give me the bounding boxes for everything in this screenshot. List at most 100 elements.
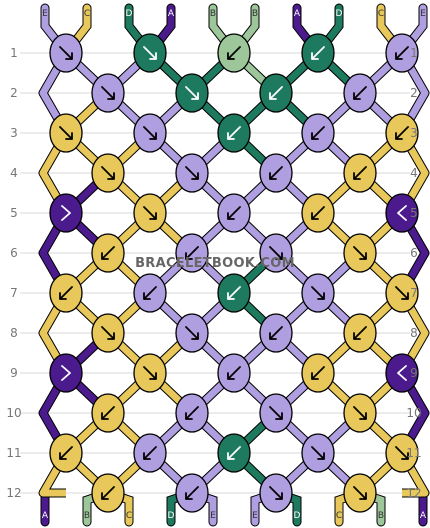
knot <box>343 473 377 513</box>
knot <box>133 433 167 473</box>
knot <box>133 353 167 393</box>
knot <box>49 193 83 233</box>
row-label-right: 6 <box>410 246 418 260</box>
knot <box>385 353 419 393</box>
direction-arrow-icon <box>269 246 283 260</box>
knot <box>385 33 419 73</box>
row-label-right: 1 <box>410 46 418 60</box>
watermark-text: BRACELETBOOK.COM <box>135 256 295 271</box>
knot <box>343 73 377 113</box>
knot-oval <box>49 353 83 393</box>
knot-oval <box>49 193 83 233</box>
direction-arrow-icon <box>227 206 241 220</box>
bottom-thread-label: C <box>336 511 342 521</box>
knot <box>133 193 167 233</box>
direction-arrow-icon <box>269 326 283 340</box>
row-label-right: 4 <box>410 166 418 180</box>
direction-arrow-icon <box>227 366 241 380</box>
knot <box>175 73 209 113</box>
direction-arrow-icon <box>185 166 199 180</box>
direction-arrow-icon <box>311 206 325 220</box>
knot <box>217 353 251 393</box>
direction-arrow-icon <box>227 46 241 60</box>
bottom-thread-label: B <box>378 511 384 521</box>
knot-oval <box>385 193 419 233</box>
direction-arrow-icon <box>353 486 367 500</box>
direction-arrow-icon <box>353 166 367 180</box>
row-label-right: 8 <box>410 326 418 340</box>
knot <box>301 193 335 233</box>
chevron-icon <box>397 365 407 381</box>
direction-arrow-icon <box>311 46 325 60</box>
direction-arrow-icon <box>143 126 157 140</box>
knot <box>259 393 293 433</box>
direction-arrow-icon <box>227 446 241 460</box>
direction-arrow-icon <box>185 86 199 100</box>
row-label-left: 1 <box>10 46 18 60</box>
knot <box>175 473 209 513</box>
knot <box>49 113 83 153</box>
knot <box>259 73 293 113</box>
direction-arrow-icon <box>59 446 73 460</box>
knot <box>259 473 293 513</box>
knot <box>91 393 125 433</box>
knot <box>91 73 125 113</box>
direction-arrow-icon <box>101 486 115 500</box>
chevron-icon <box>61 365 71 381</box>
knot <box>175 153 209 193</box>
knot <box>301 273 335 313</box>
knot <box>343 233 377 273</box>
knot <box>217 33 251 73</box>
direction-arrow-icon <box>269 486 283 500</box>
knot <box>49 433 83 473</box>
top-thread-label: B <box>252 9 258 19</box>
direction-arrow-icon <box>59 126 73 140</box>
row-label-left: 7 <box>10 286 18 300</box>
knot <box>259 233 293 273</box>
direction-arrow-icon <box>311 126 325 140</box>
row-label-left: 3 <box>10 126 18 140</box>
knot <box>91 153 125 193</box>
knot <box>49 353 83 393</box>
bottom-thread-label: E <box>210 511 216 521</box>
direction-arrow-icon <box>143 46 157 60</box>
direction-arrow-icon <box>143 286 157 300</box>
knot <box>259 313 293 353</box>
row-label-left: 10 <box>6 406 21 420</box>
knot <box>217 433 251 473</box>
chevron-icon <box>397 205 407 221</box>
direction-arrow-icon <box>185 406 199 420</box>
direction-arrow-icon <box>143 206 157 220</box>
row-label-right: 2 <box>410 86 418 100</box>
knot <box>343 393 377 433</box>
knot <box>301 33 335 73</box>
bottom-thread-label: E <box>252 511 258 521</box>
knot <box>91 313 125 353</box>
knot <box>385 193 419 233</box>
knot <box>175 393 209 433</box>
row-label-left: 11 <box>6 446 21 460</box>
direction-arrow-icon <box>101 166 115 180</box>
direction-arrow-icon <box>269 406 283 420</box>
row-label-left: 6 <box>10 246 18 260</box>
direction-arrow-icon <box>395 126 409 140</box>
row-label-left: 9 <box>10 366 18 380</box>
row-label-left: 12 <box>6 486 21 500</box>
direction-arrow-icon <box>59 46 73 60</box>
chevron-icon <box>61 205 71 221</box>
top-thread-label: A <box>294 9 301 19</box>
direction-arrow-icon <box>185 486 199 500</box>
direction-arrow-icon <box>395 46 409 60</box>
knot <box>343 153 377 193</box>
knot <box>133 273 167 313</box>
knot <box>301 433 335 473</box>
top-thread-label: A <box>168 9 175 19</box>
row-label-left: 4 <box>10 166 18 180</box>
top-thread-label: E <box>420 9 426 19</box>
knot <box>91 233 125 273</box>
bottom-thread-label: A <box>420 511 427 521</box>
row-label-right: 12 <box>406 486 421 500</box>
knot-oval <box>385 353 419 393</box>
top-thread-label: D <box>336 9 343 19</box>
